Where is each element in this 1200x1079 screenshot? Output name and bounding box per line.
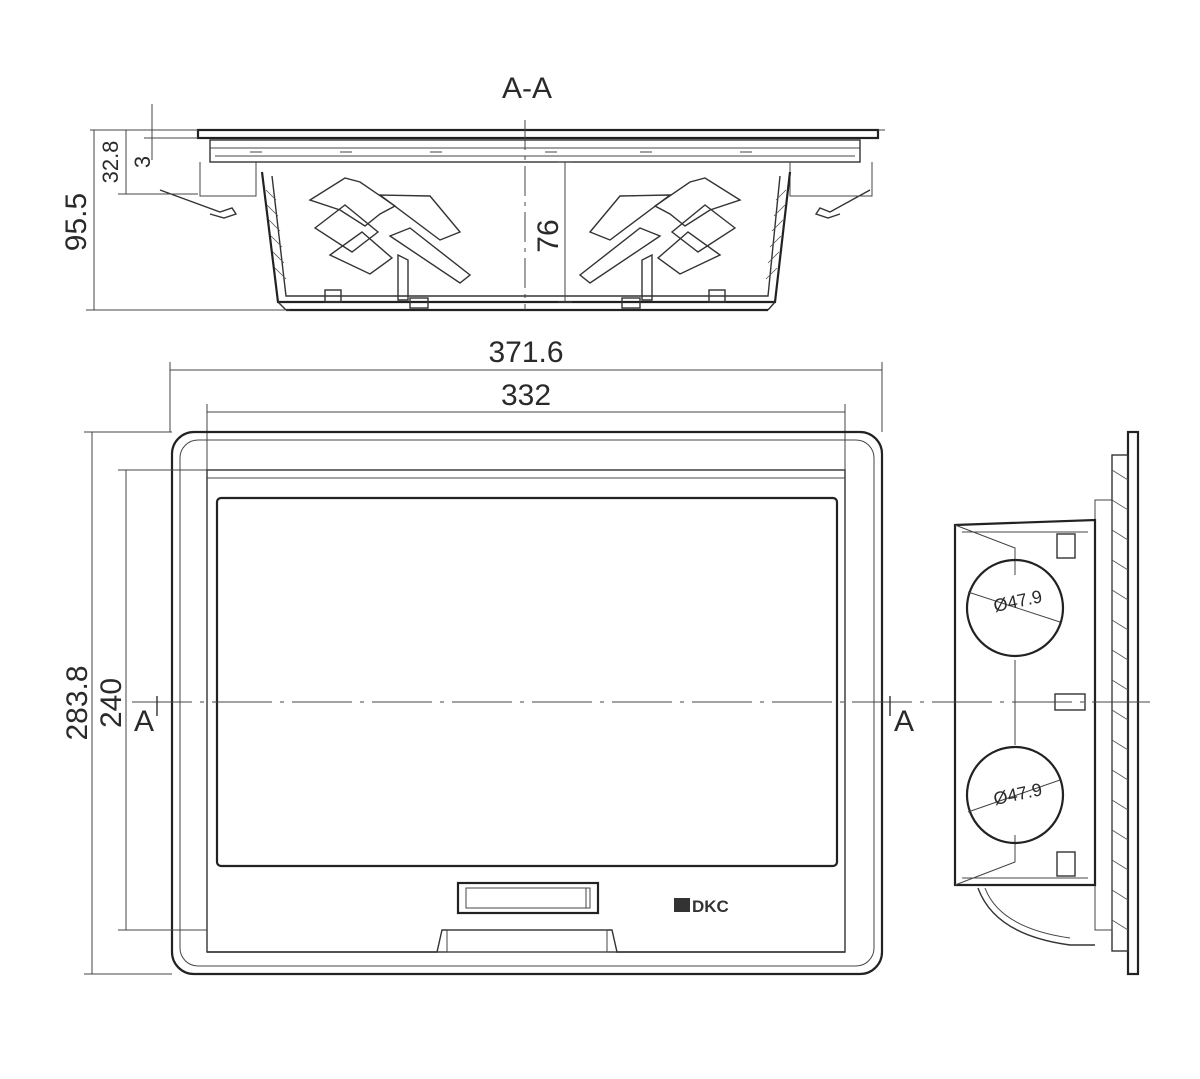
dim-outer-width: 371.6 bbox=[488, 336, 563, 369]
section-view: A-A bbox=[60, 72, 885, 312]
side-view: Ø47.9 Ø47.9 bbox=[932, 430, 1150, 976]
dim-total-height: 95.5 bbox=[60, 193, 93, 251]
front-view: 371.6 332 DKC A A bbox=[61, 336, 930, 976]
dim-inner-height: 240 bbox=[95, 678, 128, 728]
section-mark-right: A bbox=[894, 705, 914, 738]
section-mark-left: A bbox=[134, 705, 154, 738]
dkc-logo: DKC bbox=[674, 897, 729, 916]
knockout-top-label: Ø47.9 bbox=[992, 586, 1044, 616]
dim-flange-height: 32.8 bbox=[98, 141, 123, 184]
outer-frame bbox=[170, 430, 884, 976]
section-title: A-A bbox=[502, 72, 552, 105]
dim-flange-thickness: 3 bbox=[130, 156, 155, 168]
dim-outer-height: 283.8 bbox=[61, 665, 94, 740]
dim-inner-width: 332 bbox=[501, 379, 551, 412]
door-panel bbox=[215, 496, 839, 868]
knockout-top bbox=[965, 558, 1065, 658]
knockout-bottom bbox=[965, 745, 1065, 845]
svg-text:DKC: DKC bbox=[692, 897, 729, 916]
label-window bbox=[456, 881, 600, 915]
knockout-bottom-label: Ø47.9 bbox=[992, 779, 1044, 809]
dim-inner-depth: 76 bbox=[532, 219, 565, 252]
